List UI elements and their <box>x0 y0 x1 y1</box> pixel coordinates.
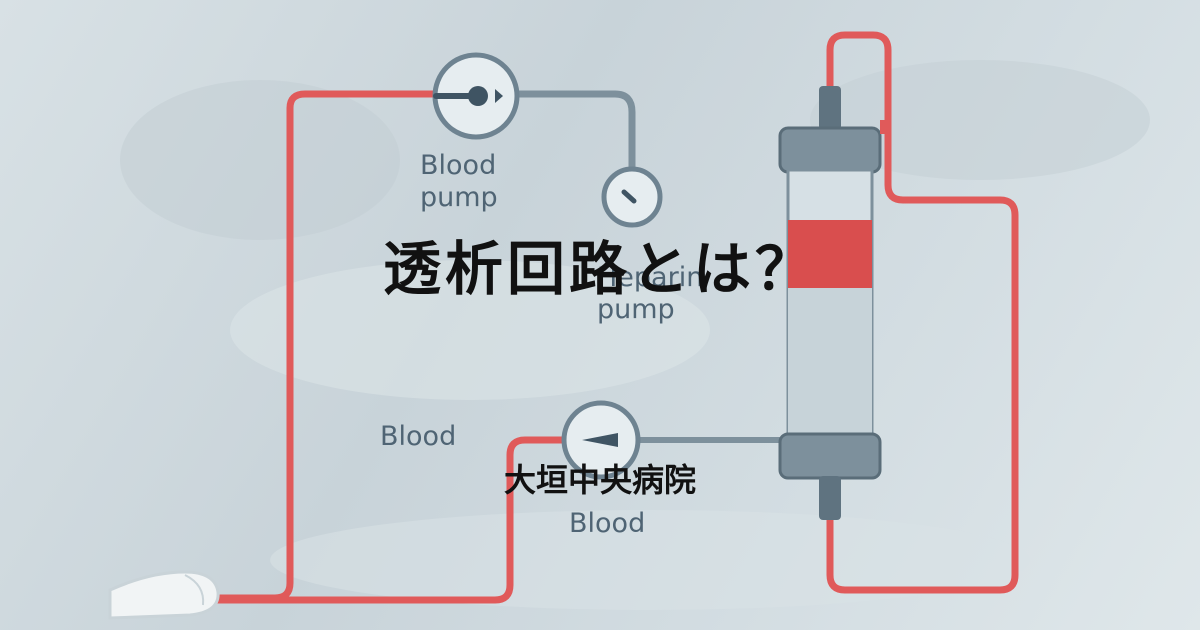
blood-pump-label: Blood pump <box>420 150 498 213</box>
heparin-line <box>511 90 636 179</box>
page-title: 透析回路とは？ <box>382 235 817 303</box>
hand-icon <box>108 570 220 620</box>
dialyzer-icon <box>778 86 890 520</box>
hospital-name: 大垣中央病院 <box>503 461 696 499</box>
heparin-pump-label: Heparin pump <box>597 262 704 325</box>
return-line <box>826 31 1019 594</box>
pressure-gauge-icon <box>561 400 641 480</box>
background-blur <box>120 60 1150 610</box>
blood-pump-icon <box>432 52 520 140</box>
blood-label-bottom: Blood <box>569 508 646 539</box>
venous-line <box>206 436 567 604</box>
blood-label-left: Blood <box>380 421 457 452</box>
heparin-pump-icon <box>601 166 663 228</box>
